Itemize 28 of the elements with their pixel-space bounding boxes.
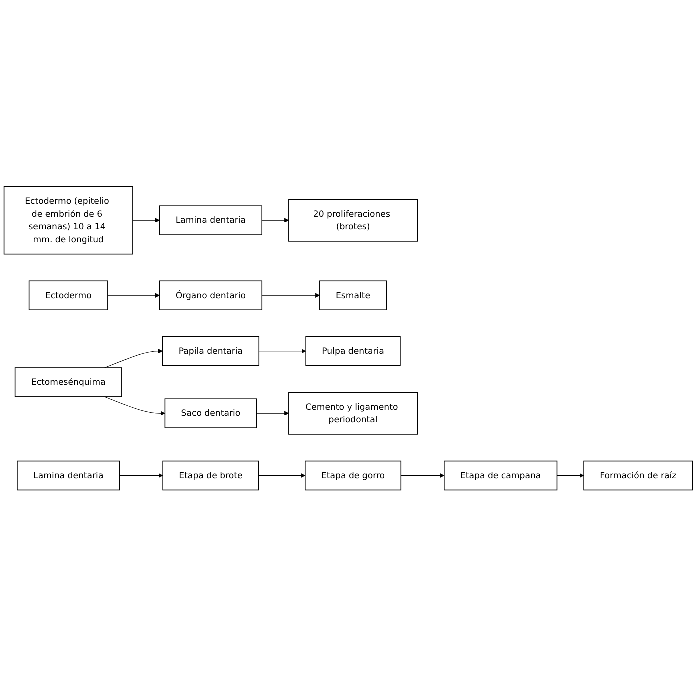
arrow bbox=[262, 293, 320, 298]
node-box: Ectomesénquima bbox=[14, 368, 122, 398]
arrow bbox=[262, 218, 290, 223]
arrow bbox=[556, 473, 584, 478]
node-box: Ectodermo (epitelio de embrión de 6 semanas) 10 a 14 mm. de longitud bbox=[4, 186, 134, 255]
node-box: Etapa de campana bbox=[444, 460, 558, 491]
node-box: Lamina dentaria bbox=[17, 460, 120, 491]
arrow bbox=[104, 349, 163, 368]
arrow bbox=[400, 473, 445, 478]
node-box: Lamina dentaria bbox=[159, 206, 262, 236]
node-box: Saco dentario bbox=[164, 398, 258, 428]
node-box: Papila dentaria bbox=[162, 336, 260, 366]
node-box: Cemento y ligamento periodontal bbox=[288, 392, 418, 435]
node-box: 20 proliferaciones (brotes) bbox=[288, 199, 418, 242]
node-box: Pulpa dentaria bbox=[306, 336, 401, 366]
node-box: Ectodermo bbox=[28, 280, 108, 310]
node-box: Órgano dentario bbox=[159, 280, 263, 310]
arrow bbox=[104, 396, 166, 416]
arrow bbox=[256, 411, 290, 416]
node-box: Etapa de gorro bbox=[305, 460, 402, 491]
node-box: Formación de raíz bbox=[584, 460, 694, 491]
node-box: Etapa de brote bbox=[162, 460, 260, 491]
arrow bbox=[132, 218, 160, 223]
arrow bbox=[258, 349, 306, 354]
arrow bbox=[108, 293, 160, 298]
arrow bbox=[258, 473, 306, 478]
node-box: Esmalte bbox=[320, 280, 388, 310]
arrow bbox=[120, 473, 164, 478]
